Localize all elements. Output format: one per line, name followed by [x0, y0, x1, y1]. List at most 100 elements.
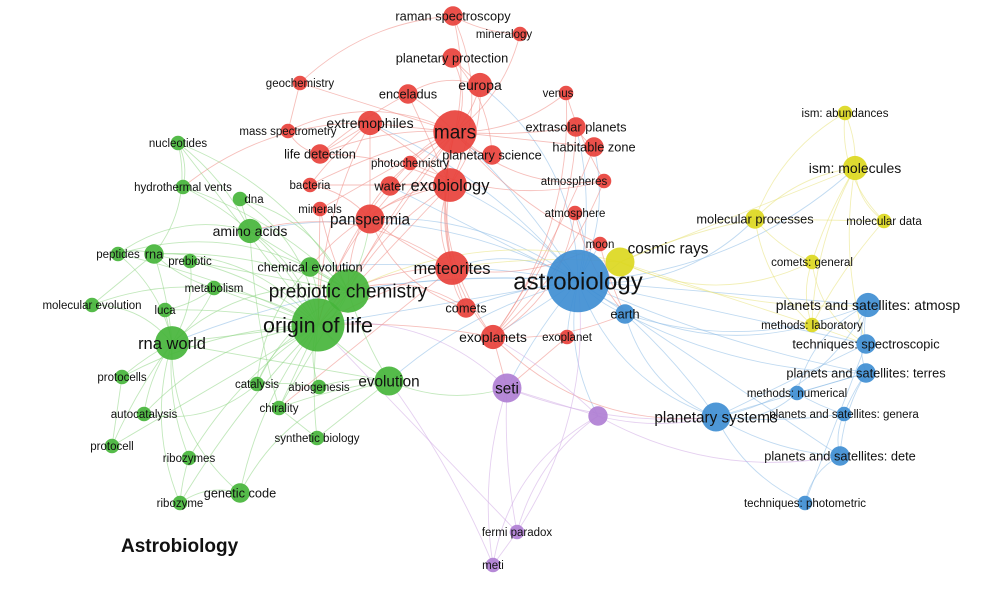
- node-molecular-data[interactable]: [876, 213, 892, 229]
- node-extremophiles[interactable]: [357, 110, 383, 136]
- node-photochemistry[interactable]: [402, 155, 418, 171]
- node-pas-dete[interactable]: [830, 446, 850, 466]
- node-mars[interactable]: [433, 110, 477, 154]
- network-link: [117, 224, 251, 255]
- label-mineralogy: mineralogy: [476, 29, 532, 41]
- node-autocatalysis[interactable]: [136, 406, 152, 422]
- label-extrasolar-planets: extrasolar planets: [525, 119, 626, 134]
- network-link: [577, 280, 869, 306]
- node-planetary-science[interactable]: [482, 145, 502, 165]
- label-exobiology: exobiology: [411, 177, 491, 195]
- node-europa[interactable]: [467, 72, 493, 98]
- node-pas-genera[interactable]: [836, 406, 852, 422]
- node-pas-atmosp[interactable]: [855, 292, 881, 318]
- node-molecular-processes[interactable]: [745, 209, 765, 229]
- label-extremophiles: extremophiles: [326, 115, 413, 131]
- node-ribozymes[interactable]: [181, 450, 197, 466]
- node-water[interactable]: [380, 176, 400, 196]
- node-exoplanets[interactable]: [480, 324, 506, 350]
- node-hydrothermal-vents[interactable]: [175, 179, 191, 195]
- node-meteorites[interactable]: [435, 251, 469, 285]
- node-metabolism[interactable]: [206, 280, 222, 296]
- network-link: [597, 415, 841, 463]
- node-raman[interactable]: [443, 6, 463, 26]
- node-geochemistry[interactable]: [292, 75, 308, 91]
- node-venus[interactable]: [558, 85, 574, 101]
- node-methods-numerical[interactable]: [789, 385, 805, 401]
- node-mass-spectrometry[interactable]: [280, 123, 296, 139]
- node-genetic-code[interactable]: [230, 483, 250, 503]
- node-minerals[interactable]: [312, 201, 328, 217]
- node-rna-world[interactable]: [155, 326, 189, 360]
- node-origin-of-life[interactable]: [291, 298, 345, 352]
- node-earth[interactable]: [615, 304, 635, 324]
- node-nucleotides[interactable]: [170, 135, 186, 151]
- node-tech-photometric[interactable]: [797, 495, 813, 511]
- node-pas-terres[interactable]: [856, 363, 876, 383]
- node-prebiotic-chemistry[interactable]: [326, 269, 370, 313]
- node-extrasolar-planets[interactable]: [566, 117, 586, 137]
- node-enceladus[interactable]: [398, 84, 418, 104]
- node-catalysis[interactable]: [249, 376, 265, 392]
- network-link: [565, 92, 605, 182]
- node-peptides[interactable]: [110, 246, 126, 262]
- network-link: [577, 280, 867, 374]
- node-synthetic-biology[interactable]: [309, 430, 325, 446]
- node-amino-acids[interactable]: [237, 218, 263, 244]
- node-protocell[interactable]: [104, 438, 120, 454]
- network-link: [179, 324, 319, 504]
- node-moon[interactable]: [592, 236, 608, 252]
- node-comets-general[interactable]: [804, 254, 820, 270]
- node-bacteria[interactable]: [302, 177, 318, 193]
- network-link: [317, 324, 518, 533]
- node-planetary-systems[interactable]: [701, 402, 731, 432]
- node-planetary-protection[interactable]: [442, 48, 462, 68]
- node-meti[interactable]: [485, 557, 501, 573]
- node-ribozyme[interactable]: [172, 495, 188, 511]
- node-chemical-evolution[interactable]: [300, 257, 320, 277]
- node-methods-laboratory[interactable]: [804, 317, 820, 333]
- label-pas-atmosp: planets and satellites: atmosp: [776, 297, 961, 313]
- node-life-detection[interactable]: [310, 144, 330, 164]
- node-rna[interactable]: [144, 244, 164, 264]
- node-abiogenesis[interactable]: [311, 379, 327, 395]
- node-evolution[interactable]: [374, 366, 404, 396]
- network-link: [577, 167, 856, 282]
- label-metabolism: metabolism: [185, 283, 244, 295]
- label-raman: raman spectroscopy: [395, 8, 511, 23]
- node-cosmic-rays[interactable]: [605, 247, 635, 277]
- network-link: [619, 218, 756, 263]
- node-exobiology[interactable]: [433, 168, 467, 202]
- label-cosmic-rays: cosmic rays: [628, 240, 709, 257]
- node-dna[interactable]: [232, 191, 248, 207]
- node-astrobiology[interactable]: [546, 249, 610, 313]
- node-exoplanet[interactable]: [559, 329, 575, 345]
- node-habitable-zone[interactable]: [584, 137, 604, 157]
- node-luca[interactable]: [157, 302, 173, 318]
- network-link: [239, 380, 390, 494]
- label-water: water: [373, 178, 406, 193]
- node-atmospheres[interactable]: [596, 173, 612, 189]
- node-comets[interactable]: [456, 298, 476, 318]
- label-molecular-processes: molecular processes: [696, 211, 813, 226]
- label-geochemistry: geochemistry: [266, 78, 335, 90]
- node-molecular-evolution[interactable]: [84, 297, 100, 313]
- node-protocells[interactable]: [114, 369, 130, 385]
- node-tech-spectroscopic[interactable]: [856, 334, 876, 354]
- label-amino-acids: amino acids: [213, 223, 288, 239]
- node-ism-abundances[interactable]: [837, 105, 853, 121]
- network-link: [492, 415, 599, 566]
- node-fermi-paradox[interactable]: [509, 524, 525, 540]
- node-atmosphere[interactable]: [567, 205, 583, 221]
- node-seti[interactable]: [492, 373, 522, 403]
- label-minerals: minerals: [298, 204, 342, 216]
- network-link: [111, 324, 319, 447]
- node-panspermia[interactable]: [355, 204, 385, 234]
- network-link: [577, 280, 841, 457]
- node-ism-molecules[interactable]: [842, 155, 868, 181]
- node-chirality[interactable]: [271, 400, 287, 416]
- label-ism-molecules: ism: molecules: [809, 160, 902, 176]
- node-prebiotic[interactable]: [182, 253, 198, 269]
- node-mineralogy[interactable]: [512, 26, 528, 42]
- node-purple-hub[interactable]: [588, 406, 608, 426]
